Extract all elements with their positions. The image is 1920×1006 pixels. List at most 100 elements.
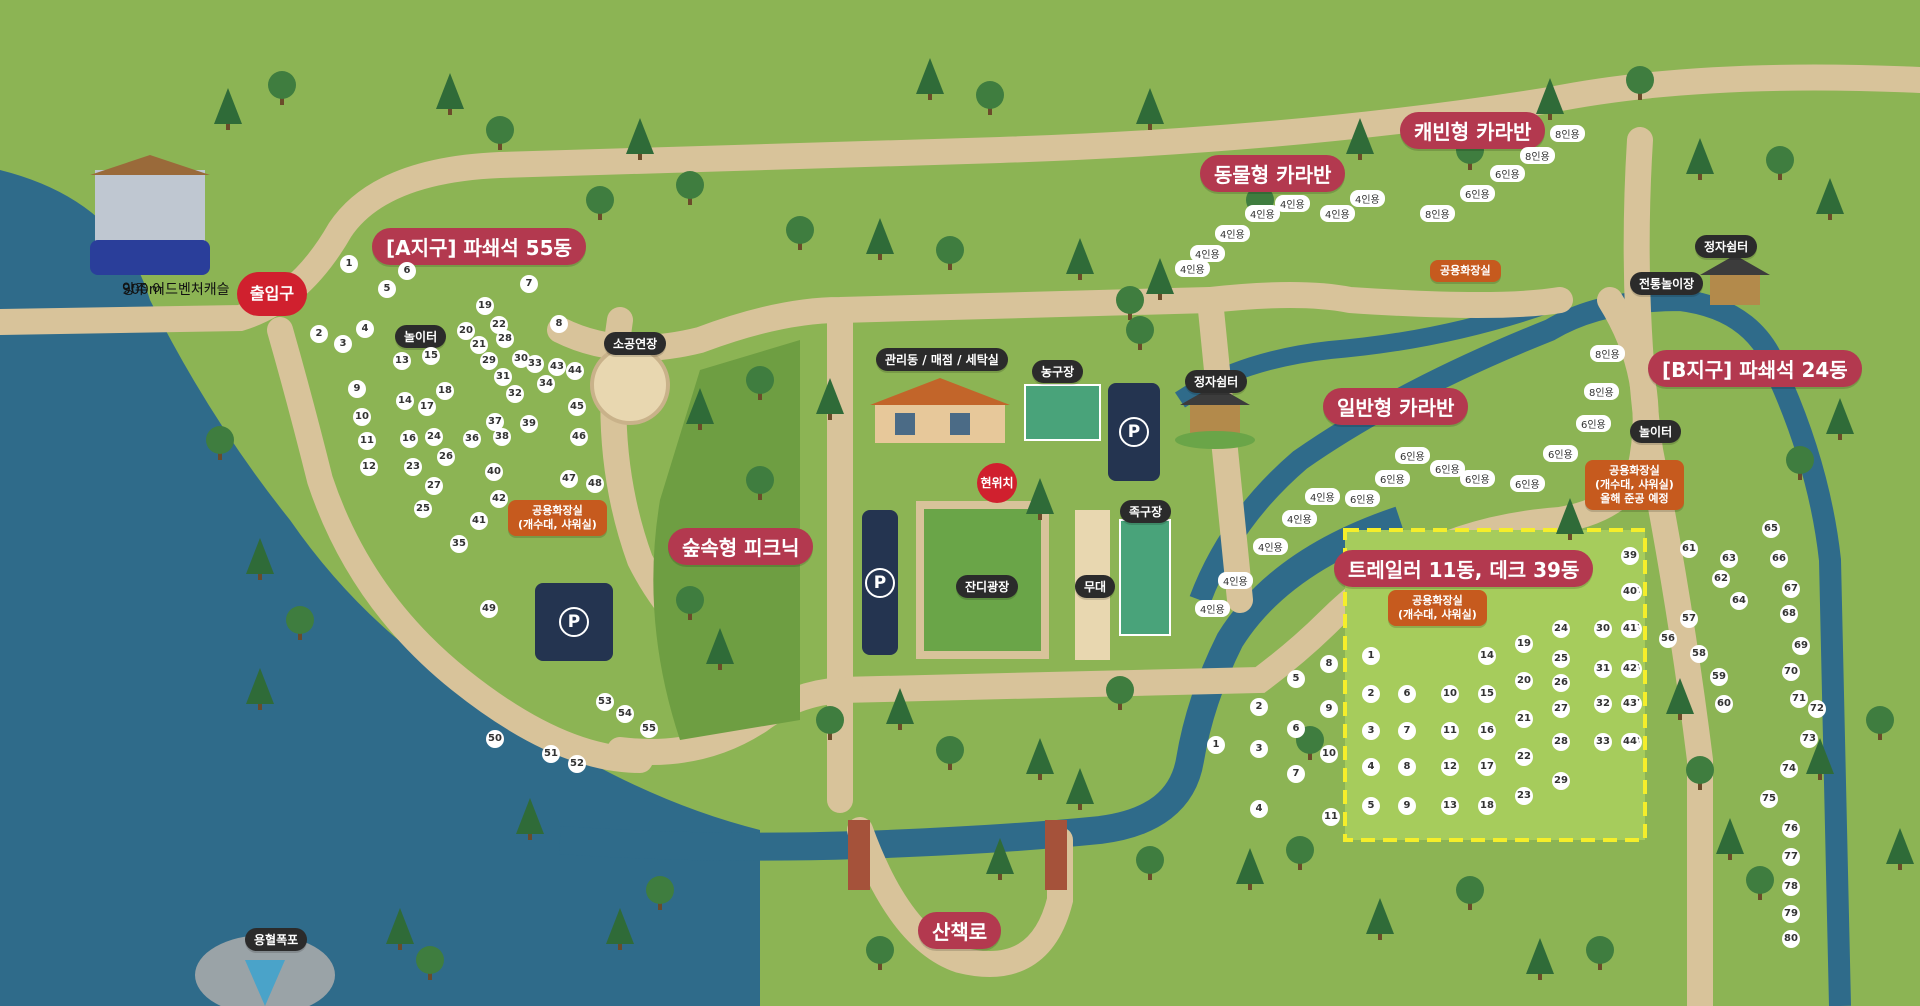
b-zone-site[interactable]: 67 — [1782, 580, 1800, 598]
a-zone-site[interactable]: 26 — [437, 448, 455, 466]
a-zone-site[interactable]: 2 — [310, 325, 328, 343]
deck-site[interactable]: 5 — [1362, 797, 1380, 815]
deck-site[interactable]: 10 — [1441, 685, 1459, 703]
a-zone-site[interactable]: 5 — [378, 280, 396, 298]
a-zone-site[interactable]: 38 — [493, 428, 511, 446]
a-zone-site[interactable]: 15 — [422, 347, 440, 365]
deck-site[interactable]: 4 — [1362, 758, 1380, 776]
deck-site[interactable]: 12 — [1441, 758, 1459, 776]
deck-site[interactable]: 23 — [1515, 787, 1533, 805]
a-zone-site[interactable]: 54 — [616, 705, 634, 723]
a-zone-site[interactable]: 8 — [550, 315, 568, 333]
deck-site[interactable]: 19 — [1515, 635, 1533, 653]
a-zone-site[interactable]: 45 — [568, 398, 586, 416]
a-zone-site[interactable]: 35 — [450, 535, 468, 553]
b-zone-site[interactable]: 66 — [1770, 550, 1788, 568]
b-zone-site[interactable]: 57 — [1680, 610, 1698, 628]
b-zone-site[interactable]: 79 — [1782, 905, 1800, 923]
deck-site[interactable]: 15 — [1478, 685, 1496, 703]
a-zone-site[interactable]: 47 — [560, 470, 578, 488]
trailer-site[interactable]: 3 — [1250, 740, 1268, 758]
a-zone-site[interactable]: 1 — [340, 255, 358, 273]
a-zone-site[interactable]: 42 — [490, 490, 508, 508]
deck-site[interactable]: 32 — [1594, 695, 1612, 713]
a-zone-site[interactable]: 32 — [506, 385, 524, 403]
b-zone-site[interactable]: 77 — [1782, 848, 1800, 866]
a-zone-site[interactable]: 33 — [526, 355, 544, 373]
deck-site[interactable]: 20 — [1515, 672, 1533, 690]
a-zone-site[interactable]: 13 — [393, 352, 411, 370]
b-zone-site[interactable]: 64 — [1730, 592, 1748, 610]
deck-site[interactable]: 27 — [1552, 700, 1570, 718]
b-zone-site[interactable]: 80 — [1782, 930, 1800, 948]
b-zone-site[interactable]: 60 — [1715, 695, 1733, 713]
deck-site[interactable]: 6 — [1398, 685, 1416, 703]
b-zone-site[interactable]: 63 — [1720, 550, 1738, 568]
deck-site[interactable]: 26 — [1552, 674, 1570, 692]
a-zone-site[interactable]: 41 — [470, 512, 488, 530]
b-zone-site[interactable]: 69 — [1792, 637, 1810, 655]
deck-site[interactable]: 11 — [1441, 722, 1459, 740]
a-zone-site[interactable]: 24 — [425, 428, 443, 446]
b-zone-site[interactable]: 72 — [1808, 700, 1826, 718]
b-zone-site[interactable]: 59 — [1710, 668, 1728, 686]
a-zone-site[interactable]: 36 — [463, 430, 481, 448]
a-zone-site[interactable]: 19 — [476, 297, 494, 315]
deck-site[interactable]: 24 — [1552, 620, 1570, 638]
a-zone-site[interactable]: 10 — [353, 408, 371, 426]
b-zone-site[interactable]: 76 — [1782, 820, 1800, 838]
parking-1[interactable]: P — [1108, 383, 1160, 481]
cabin-caravan-label[interactable]: 캐빈형 카라반 — [1400, 112, 1546, 149]
parking-2[interactable]: P — [862, 510, 898, 655]
deck-site[interactable]: 25 — [1552, 650, 1570, 668]
a-zone-site[interactable]: 18 — [436, 382, 454, 400]
a-zone-site[interactable]: 48 — [586, 475, 604, 493]
trailer-deck-label[interactable]: 트레일러 11동, 데크 39동 — [1334, 550, 1594, 587]
b-zone-site[interactable]: 56 — [1659, 630, 1677, 648]
a-zone-site[interactable]: 25 — [414, 500, 432, 518]
deck-site[interactable]: 9 — [1398, 797, 1416, 815]
deck-site[interactable]: 16 — [1478, 722, 1496, 740]
a-zone-site[interactable]: 21 — [470, 336, 488, 354]
current-location-pin[interactable]: 현위치 — [977, 463, 1017, 503]
a-zone-site[interactable]: 49 — [480, 600, 498, 618]
a-zone-site[interactable]: 52 — [568, 755, 586, 773]
deck-site[interactable]: 44 — [1621, 733, 1639, 751]
a-zone-site[interactable]: 39 — [520, 415, 538, 433]
b-zone-site[interactable]: 58 — [1690, 645, 1708, 663]
a-zone-site[interactable]: 30 — [512, 350, 530, 368]
b-zone-site[interactable]: 61 — [1680, 540, 1698, 558]
b-zone-site[interactable]: 75 — [1760, 790, 1778, 808]
forest-picnic-label[interactable]: 숲속형 피크닉 — [668, 528, 814, 565]
a-zone-site[interactable]: 28 — [496, 330, 514, 348]
b-zone-site[interactable]: 65 — [1762, 520, 1780, 538]
trailer-site[interactable]: 5 — [1287, 670, 1305, 688]
trailer-site[interactable]: 1 — [1207, 736, 1225, 754]
deck-site[interactable]: 29 — [1552, 772, 1570, 790]
a-zone-site[interactable]: 31 — [494, 368, 512, 386]
parking-3[interactable]: P — [535, 583, 613, 661]
b-zone-site[interactable]: 73 — [1800, 730, 1818, 748]
deck-site[interactable]: 39 — [1621, 547, 1639, 565]
deck-site[interactable]: 7 — [1398, 722, 1416, 740]
trailer-site[interactable]: 9 — [1320, 700, 1338, 718]
b-zone-site[interactable]: 68 — [1780, 605, 1798, 623]
deck-site[interactable]: 42 — [1621, 660, 1639, 678]
deck-site[interactable]: 17 — [1478, 758, 1496, 776]
b-zone-site[interactable]: 78 — [1782, 878, 1800, 896]
a-zone-site[interactable]: 12 — [360, 458, 378, 476]
b-zone-site[interactable]: 71 — [1790, 690, 1808, 708]
deck-site[interactable]: 3 — [1362, 722, 1380, 740]
a-zone-site[interactable]: 50 — [486, 730, 504, 748]
a-zone-site[interactable]: 4 — [356, 320, 374, 338]
trailer-site[interactable]: 2 — [1250, 698, 1268, 716]
deck-site[interactable]: 43 — [1621, 695, 1639, 713]
deck-site[interactable]: 18 — [1478, 797, 1496, 815]
deck-site[interactable]: 40 — [1621, 583, 1639, 601]
a-zone-site[interactable]: 29 — [480, 352, 498, 370]
trailer-site[interactable]: 7 — [1287, 765, 1305, 783]
trailer-site[interactable]: 8 — [1320, 655, 1338, 673]
deck-site[interactable]: 14 — [1478, 647, 1496, 665]
deck-site[interactable]: 2 — [1362, 685, 1380, 703]
animal-caravan-label[interactable]: 동물형 카라반 — [1200, 155, 1346, 192]
